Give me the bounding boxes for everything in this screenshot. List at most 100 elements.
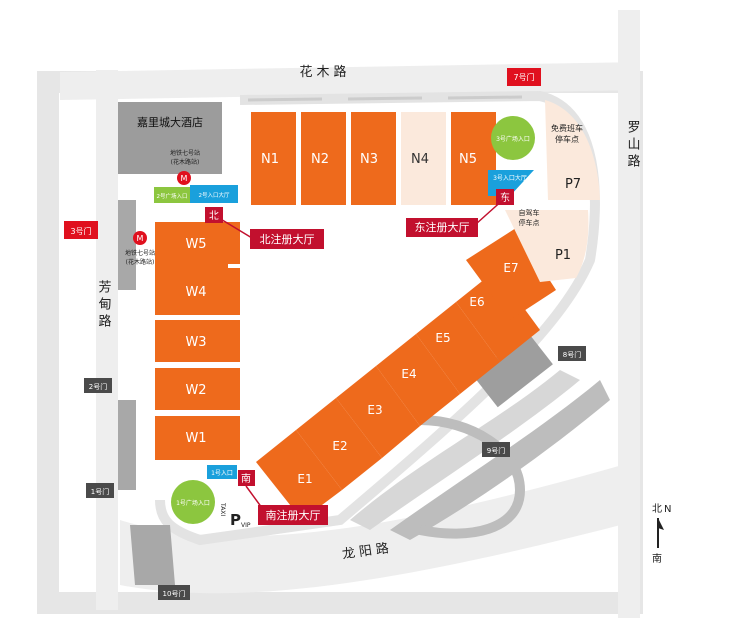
parking-p1: 自驾车 停车点 P1 bbox=[505, 208, 589, 282]
hall-w3-label: W3 bbox=[185, 335, 206, 350]
entry-3-label: 3号入口大厅 bbox=[493, 174, 527, 182]
hall-n1[interactable] bbox=[251, 112, 296, 205]
svg-text:M: M bbox=[137, 234, 144, 243]
hall-e2-label: E2 bbox=[332, 439, 347, 453]
gate-8[interactable]: 8号门 bbox=[558, 346, 586, 361]
gate-10-box bbox=[158, 585, 190, 600]
north-registration[interactable]: 北 北注册大厅 bbox=[205, 207, 324, 249]
plaza-3[interactable]: 3号广场入口 bbox=[491, 116, 535, 160]
entry-2-box bbox=[190, 185, 238, 203]
gate-8-box bbox=[558, 346, 586, 361]
east-reg-tag bbox=[496, 189, 514, 205]
metro-icon: M bbox=[177, 171, 191, 185]
east-reg-label: 东注册大厅 bbox=[415, 220, 470, 234]
entry-2-label: 2号入口大厅 bbox=[199, 191, 230, 199]
gate-3-label: 3号门 bbox=[70, 226, 91, 236]
road-label-luoshan: 罗山路 bbox=[625, 120, 641, 171]
hall-w1[interactable] bbox=[155, 416, 240, 460]
plaza-2-entry[interactable]: 2号广场入口 bbox=[154, 187, 190, 203]
hall-e1-label: E1 bbox=[297, 472, 312, 486]
gate-1[interactable]: 1号门 bbox=[86, 483, 114, 498]
p7-area[interactable] bbox=[545, 100, 600, 200]
compass-north: 北 bbox=[652, 503, 662, 515]
hall-n2[interactable] bbox=[301, 112, 346, 205]
interchange-ramp bbox=[350, 370, 580, 530]
compass-arrow-icon bbox=[658, 518, 664, 530]
hall-w2[interactable] bbox=[155, 368, 240, 410]
hall-w2-label: W2 bbox=[185, 383, 206, 398]
hall-n3[interactable] bbox=[351, 112, 396, 205]
plaza-3-label: 3号广场入口 bbox=[496, 135, 530, 143]
road-label-longyang: 龙阳路 bbox=[341, 540, 394, 563]
vip-parking-sub: VIP bbox=[241, 522, 251, 529]
interchange-block bbox=[473, 332, 553, 408]
metro-icon: M bbox=[133, 231, 147, 245]
hotel-label: 嘉里城大酒店 bbox=[137, 115, 203, 129]
south-reg-label: 南注册大厅 bbox=[266, 508, 321, 522]
hall-e1[interactable] bbox=[256, 430, 342, 520]
hall-w5[interactable] bbox=[155, 222, 240, 272]
road-label-fangdian: 芳甸路 bbox=[96, 280, 112, 331]
side-block-left-2 bbox=[118, 400, 136, 490]
road-fangdian bbox=[96, 70, 118, 610]
gate-2[interactable]: 2号门 bbox=[84, 378, 112, 393]
entry-2[interactable]: 2号入口大厅 bbox=[190, 185, 238, 203]
compass-north-en: N bbox=[664, 504, 671, 515]
vip-parking-p[interactable]: P bbox=[230, 511, 241, 529]
plaza-1[interactable]: 1号广场入口 bbox=[171, 480, 215, 524]
entry-1-label: 1号入口 bbox=[211, 470, 233, 477]
gate-10[interactable]: 10号门 bbox=[158, 585, 190, 600]
metro-top-sub: (花木路站) bbox=[171, 158, 200, 166]
p7-label: P7 bbox=[565, 177, 581, 192]
gate-9-label: 9号门 bbox=[487, 446, 505, 455]
gate-3[interactable]: 3号门 bbox=[64, 221, 98, 239]
hall-e3[interactable] bbox=[336, 366, 420, 458]
taxi-label: TAXI bbox=[219, 502, 226, 516]
plaza-1-label: 1号广场入口 bbox=[176, 499, 210, 507]
entry-1-box bbox=[207, 465, 237, 479]
hotel-building bbox=[118, 102, 222, 174]
plaza-2-label: 2号广场入口 bbox=[157, 192, 188, 200]
hall-e6[interactable] bbox=[456, 270, 540, 362]
gate-2-box bbox=[84, 378, 112, 393]
p7-note-2: 停车点 bbox=[555, 134, 579, 144]
hotel-block: 嘉里城大酒店 地铁七号站 (花木路站) bbox=[118, 102, 222, 174]
south-reg-tag-text: 南 bbox=[241, 472, 251, 485]
hall-e4[interactable] bbox=[376, 334, 460, 426]
south-reg-box bbox=[258, 505, 328, 525]
hall-n5[interactable] bbox=[451, 112, 496, 205]
gate-10-label: 10号门 bbox=[163, 589, 186, 598]
hall-n4[interactable] bbox=[401, 112, 446, 205]
hall-e7[interactable] bbox=[466, 228, 556, 320]
north-halls: N1 N2 N3 N4 N5 bbox=[251, 112, 496, 205]
south-reg-tag bbox=[238, 470, 255, 486]
p1-note-2: 停车点 bbox=[519, 218, 540, 227]
entry-1[interactable]: 1号入口 bbox=[207, 465, 237, 479]
hall-w5-label: W5 bbox=[185, 237, 206, 252]
gate-7-label: 7号门 bbox=[513, 72, 534, 82]
road-longyang bbox=[120, 460, 640, 594]
svg-text:M: M bbox=[181, 174, 188, 183]
east-registration[interactable]: 东 东注册大厅 bbox=[406, 189, 514, 237]
hall-e6-label: E6 bbox=[469, 295, 484, 309]
hall-n4-label: N4 bbox=[411, 152, 429, 167]
hall-w4[interactable] bbox=[155, 268, 240, 315]
hall-n5-label: N5 bbox=[459, 152, 477, 167]
p1-note-1: 自驾车 bbox=[519, 208, 540, 217]
interchange-ramp-2 bbox=[390, 380, 610, 540]
plaza-1-circle bbox=[171, 480, 215, 524]
p1-area[interactable] bbox=[505, 210, 589, 282]
east-reg-tag-text: 东 bbox=[500, 191, 510, 204]
east-halls: E1 E2 E3 E4 E5 E6 E7 bbox=[256, 228, 556, 520]
south-registration[interactable]: 南 南注册大厅 bbox=[238, 470, 328, 525]
hall-w4-label: W4 bbox=[185, 285, 206, 300]
gate-9-box bbox=[482, 442, 510, 457]
gate-3-box bbox=[64, 221, 98, 239]
hall-e5[interactable] bbox=[416, 302, 500, 394]
hall-w3[interactable] bbox=[155, 320, 240, 362]
gate-9[interactable]: 9号门 bbox=[482, 442, 510, 457]
hall-e2[interactable] bbox=[296, 398, 382, 490]
west-halls: W5 W4 W3 W2 W1 bbox=[155, 222, 240, 460]
road-network bbox=[37, 10, 643, 618]
gate-7[interactable]: 7号门 bbox=[507, 68, 541, 86]
